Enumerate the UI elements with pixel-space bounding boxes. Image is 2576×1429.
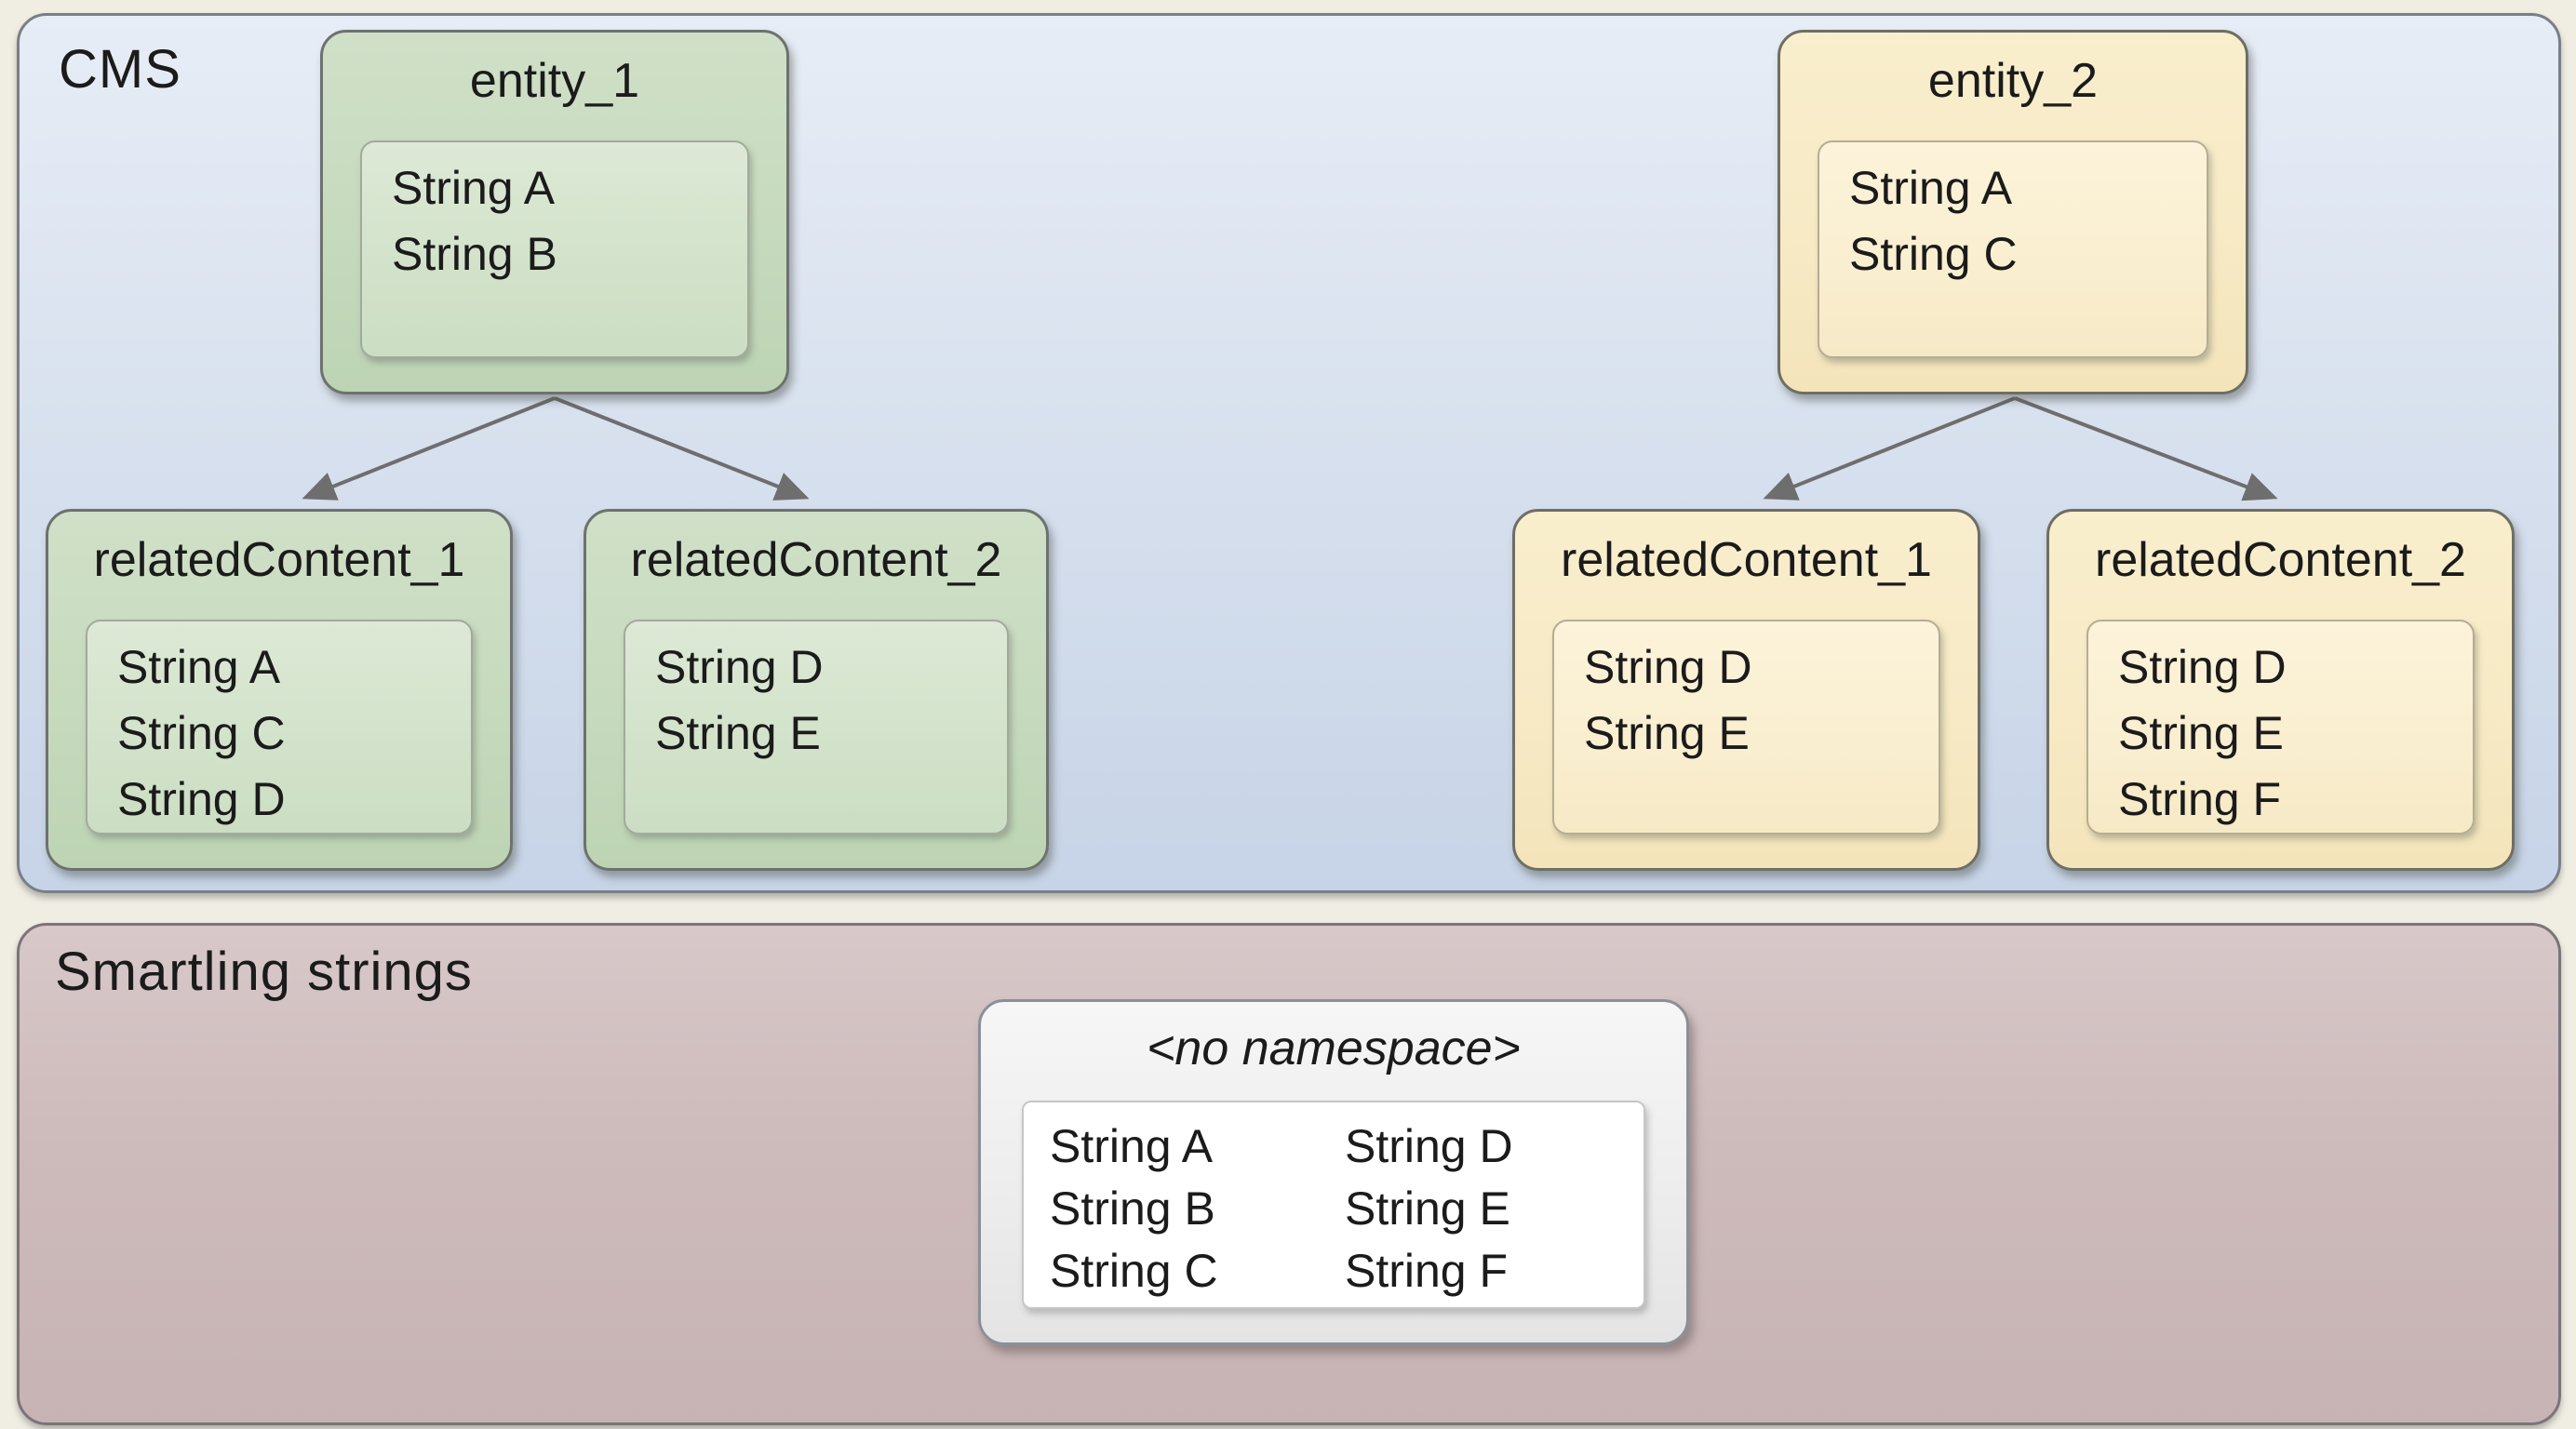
entity2-strings-box: String A String C — [1818, 140, 2208, 358]
entity1-related1-title: relatedContent_1 — [93, 533, 465, 587]
string-item: String C — [1849, 228, 2018, 280]
entity2-related2-node: relatedContent_2 String D String E Strin… — [2046, 509, 2515, 871]
entity1-related2-node: relatedContent_2 String D String E — [584, 509, 1049, 871]
string-item: String E — [1345, 1182, 1510, 1235]
entity2-related1-node: relatedContent_1 String D String E — [1512, 509, 1980, 871]
string-item: String E — [1584, 707, 1750, 759]
string-item: String A — [392, 162, 556, 214]
string-item: String B — [1050, 1182, 1215, 1235]
string-item: String D — [2118, 641, 2287, 693]
entity1-title: entity_1 — [469, 54, 640, 108]
entity2-related2-strings-box: String D String E String F — [2086, 620, 2475, 835]
string-item: String D — [1584, 641, 1752, 693]
string-item: String E — [2118, 707, 2284, 759]
string-item: String A — [1050, 1120, 1214, 1172]
string-item: String A — [1849, 162, 2013, 214]
string-item: String D — [655, 641, 824, 693]
namespace-right-column: String D String E String F — [1345, 1115, 1644, 1307]
entity2-title: entity_2 — [1927, 54, 2099, 108]
namespace-left-column: String A String B String C — [1024, 1115, 1345, 1307]
smartling-panel-label: Smartling strings — [55, 942, 473, 1002]
string-item: String B — [392, 228, 557, 280]
string-item: String F — [2118, 773, 2282, 825]
string-item: String F — [1345, 1245, 1509, 1297]
entity2-related1-title: relatedContent_1 — [1561, 533, 1932, 587]
string-item: String C — [1050, 1245, 1218, 1297]
cms-panel-label: CMS — [59, 39, 181, 100]
string-item: String A — [117, 641, 281, 693]
namespace-strings-box: String A String B String C String D Stri… — [1022, 1101, 1645, 1309]
entity2-node: entity_2 String A String C — [1778, 30, 2248, 394]
string-item: String E — [655, 707, 821, 759]
entity1-related2-strings-box: String D String E — [624, 620, 1009, 835]
entity2-related2-title: relatedContent_2 — [2095, 533, 2466, 587]
entity1-related1-node: relatedContent_1 String A String C Strin… — [46, 509, 513, 871]
string-item: String D — [1345, 1120, 1513, 1172]
entity1-related2-title: relatedContent_2 — [630, 533, 1002, 587]
entity1-strings-box: String A String B — [360, 140, 749, 358]
namespace-box: <no namespace> String A String B String … — [978, 999, 1689, 1345]
string-item: String C — [117, 707, 286, 759]
entity1-related1-strings-box: String A String C String D — [86, 620, 473, 835]
string-item: String D — [117, 773, 286, 825]
entity2-related1-strings-box: String D String E — [1552, 620, 1940, 835]
namespace-title: <no namespace> — [1147, 1022, 1521, 1075]
entity1-node: entity_1 String A String B — [320, 30, 789, 394]
